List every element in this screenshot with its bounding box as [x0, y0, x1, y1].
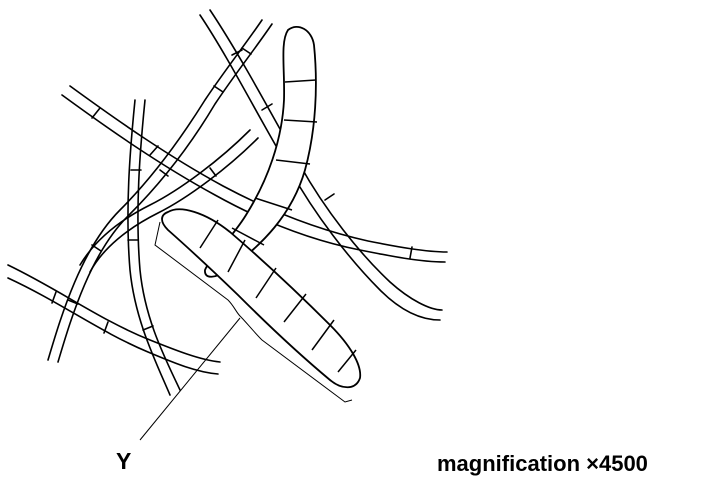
magnification-label: magnification ×4500 [437, 451, 648, 477]
hyphae-group [8, 10, 447, 395]
hypha-1 [48, 20, 272, 362]
y-pointer-line [140, 318, 240, 440]
hypha-5 [8, 265, 220, 374]
label-y: Y [116, 448, 131, 475]
